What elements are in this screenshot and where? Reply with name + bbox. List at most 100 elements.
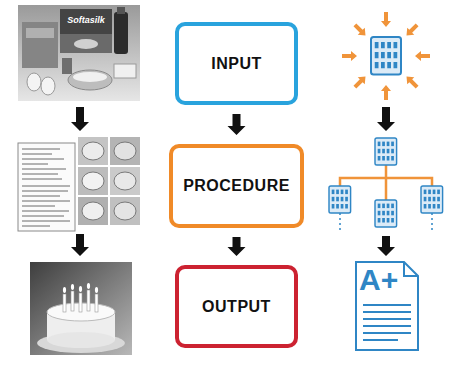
recipe-card xyxy=(22,169,66,170)
ingredients-photo xyxy=(114,64,136,78)
graded-document-icon xyxy=(356,262,418,350)
graded-document-icon xyxy=(363,318,411,320)
server-input-icon xyxy=(371,37,401,75)
server-input-icon xyxy=(351,73,369,91)
cake-photo xyxy=(79,286,82,292)
flow-arrow xyxy=(228,237,246,256)
recipe-card xyxy=(18,143,75,231)
graded-document-icon xyxy=(404,262,418,276)
step-photos xyxy=(78,197,108,225)
recipe-card xyxy=(22,186,70,187)
recipe-card xyxy=(22,216,64,217)
column-arrows xyxy=(71,107,395,256)
package-brand: Softasilk xyxy=(60,16,112,26)
cake-photo xyxy=(63,287,66,293)
step-photos xyxy=(78,137,140,225)
recipe-card xyxy=(22,164,48,165)
graded-document-icon xyxy=(363,339,398,341)
ingredients-photo xyxy=(114,12,128,54)
cake-photo xyxy=(47,332,115,348)
cake-photo xyxy=(95,294,98,312)
ingredients-photo xyxy=(22,22,58,68)
server-network-icon xyxy=(340,165,432,200)
ingredients-photo xyxy=(117,7,125,14)
step-photos xyxy=(82,142,104,160)
cake-photo xyxy=(63,290,98,312)
step-photos xyxy=(82,202,104,220)
recipe-card xyxy=(22,196,60,197)
cake-photo xyxy=(87,283,90,289)
server-input-icon xyxy=(342,12,430,100)
column-arrows xyxy=(71,234,89,256)
step-photos xyxy=(110,137,140,165)
grade-mark: A+ xyxy=(359,263,398,296)
step-photos xyxy=(110,197,140,225)
step-photos xyxy=(78,137,108,165)
ingredients-photo xyxy=(74,39,98,49)
server-input-icon xyxy=(403,21,421,39)
ingredients-photo xyxy=(26,28,54,38)
graded-document-icon xyxy=(363,325,411,327)
cake-photo xyxy=(95,287,98,293)
server-network-icon xyxy=(329,186,351,213)
ingredients-photo xyxy=(18,5,140,101)
cake-photo xyxy=(87,290,90,311)
flow-arrow xyxy=(228,114,246,135)
step-photos xyxy=(82,172,104,190)
graded-document-icon xyxy=(363,332,411,334)
server-input-icon xyxy=(351,21,369,39)
step-photos xyxy=(114,142,136,160)
recipe-card xyxy=(22,174,58,175)
recipe-card xyxy=(22,159,64,160)
recipe-card xyxy=(22,211,69,212)
ingredients-photo xyxy=(27,73,41,91)
graded-document-icon xyxy=(363,305,411,340)
server-network-icon xyxy=(340,165,432,200)
recipe-card xyxy=(22,179,62,180)
server-network-icon xyxy=(375,200,397,227)
cake-photo xyxy=(71,284,74,290)
cake-photo xyxy=(30,262,132,355)
cake-photo xyxy=(63,294,66,312)
output-box: OUTPUT xyxy=(175,265,298,348)
server-network-icon xyxy=(375,138,397,165)
server-input-icon xyxy=(403,73,421,91)
ingredients-photo xyxy=(41,77,55,95)
cake-photo xyxy=(79,293,82,312)
graded-document-icon xyxy=(356,262,418,350)
recipe-card xyxy=(22,201,70,202)
ingredients-photo xyxy=(68,70,112,90)
recipe-card xyxy=(22,226,50,227)
recipe-card xyxy=(22,154,52,155)
server-input-icon xyxy=(415,51,430,61)
box-label: OUTPUT xyxy=(202,298,271,316)
server-input-icon xyxy=(342,12,430,100)
box-label: INPUT xyxy=(211,55,262,73)
server-input-icon xyxy=(342,51,357,61)
recipe-card xyxy=(22,221,70,222)
step-photos xyxy=(110,167,140,195)
cake-photo xyxy=(71,291,74,311)
ingredients-photo xyxy=(18,5,140,101)
recipe-card xyxy=(22,149,70,226)
column-arrows xyxy=(71,107,89,131)
procedure-box: PROCEDURE xyxy=(169,144,304,228)
recipe-card xyxy=(22,191,68,192)
graded-document-icon xyxy=(363,311,411,313)
step-photos xyxy=(114,172,136,190)
ingredients-photo xyxy=(73,72,107,82)
server-network-icon xyxy=(421,186,443,213)
ingredients-photo xyxy=(60,9,112,53)
box-label: PROCEDURE xyxy=(183,177,290,195)
step-photos xyxy=(78,167,108,195)
server-input-icon xyxy=(381,85,391,100)
server-input-icon xyxy=(381,12,391,27)
cake-photo xyxy=(63,283,98,293)
ingredients-photo xyxy=(60,34,112,53)
step-photos xyxy=(114,202,136,220)
server-network-icon xyxy=(329,138,443,231)
column-arrows xyxy=(377,236,395,256)
recipe-card xyxy=(22,149,60,150)
cake-photo xyxy=(30,262,132,355)
